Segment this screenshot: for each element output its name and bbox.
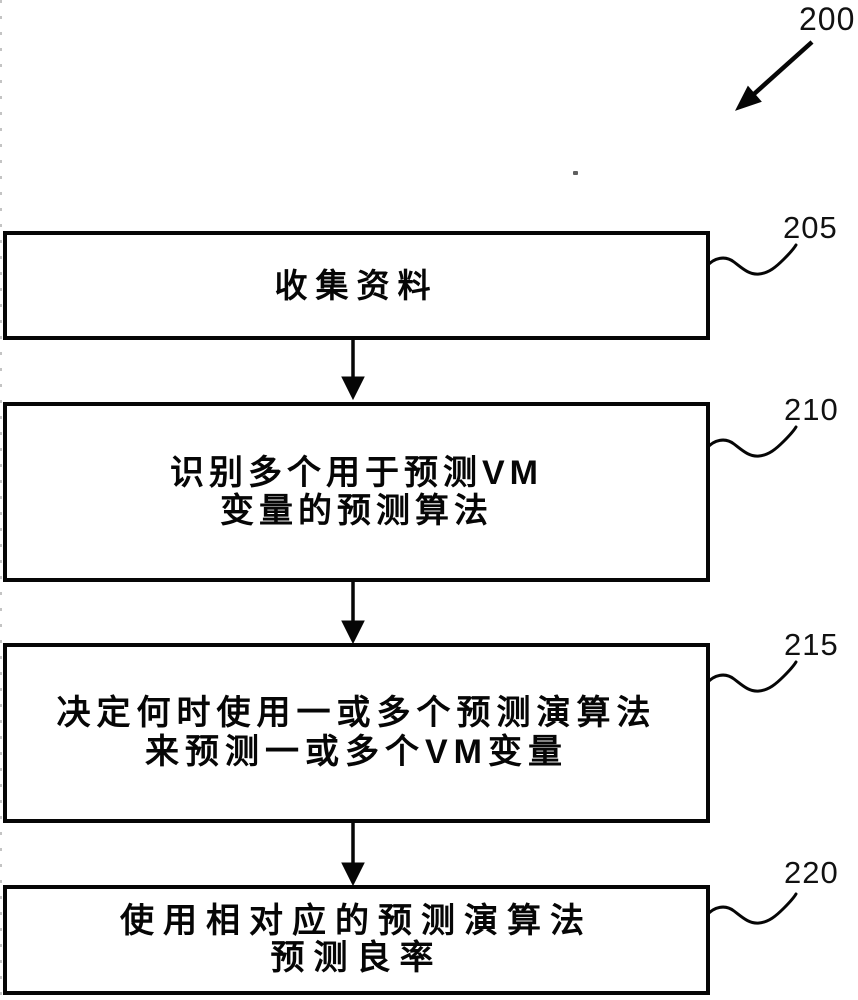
step-text-line: 识别多个用于预测VM [170,454,543,492]
step-text-line: 使用相对应的预测演算法 [120,902,593,940]
scan-artifact-dot [573,171,578,175]
step-text-line: 变量的预测算法 [220,492,493,530]
step-ref-label-210: 210 [784,392,839,427]
step-ref-label-205: 205 [783,210,838,245]
flowchart-step-box-215: 决定何时使用一或多个预测演算法 来预测一或多个VM变量 [3,643,710,823]
step-text-line: 决定何时使用一或多个预测演算法 [56,694,657,732]
step-ref-label-215: 215 [784,627,839,662]
flowchart-step-box-205: 收集资料 [3,231,710,340]
figure-number-label: 200 [799,1,856,37]
flowchart-step-box-220: 使用相对应的预测演算法 预测良率 [3,885,710,995]
step-ref-label-220: 220 [784,855,839,890]
step-text-line: 来预测一或多个VM变量 [145,733,568,771]
flow-arrow-icon [341,340,365,401]
ref-squiggle-220-icon [705,892,798,925]
flow-arrow-icon [341,582,365,645]
flow-arrow-icon [341,823,365,887]
step-text-line: 收集资料 [274,266,439,304]
ref-squiggle-210-icon [705,425,798,458]
ref-squiggle-215-icon [705,660,798,693]
ref-squiggle-205-icon [705,243,798,276]
step-text-line: 预测良率 [270,939,443,977]
figure-pointer-arrow-icon [734,40,814,111]
scan-artifact-left-edge [0,0,2,1000]
flowchart-step-box-210: 识别多个用于预测VM 变量的预测算法 [3,402,710,582]
